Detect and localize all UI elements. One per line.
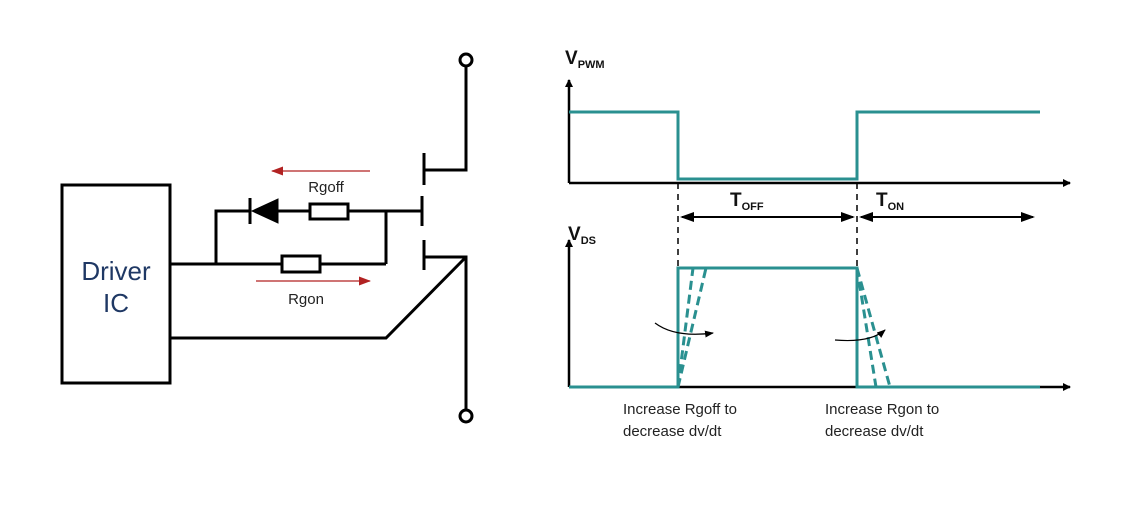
drain-terminal bbox=[458, 52, 474, 68]
rgoff-resistor bbox=[308, 202, 350, 221]
annotation-rgoff-line2: decrease dv/dt bbox=[623, 423, 722, 440]
vpwm-label: VPWM bbox=[565, 48, 605, 71]
vpwm-axes bbox=[565, 79, 1071, 187]
vds-slow-edges bbox=[676, 267, 892, 388]
source-return-wire bbox=[170, 255, 468, 340]
diode-icon bbox=[248, 198, 279, 224]
vds-axes bbox=[565, 239, 1071, 391]
timing-guides bbox=[677, 183, 858, 268]
rgoff-branch-wire bbox=[214, 209, 250, 264]
mosfet-symbol bbox=[420, 65, 468, 410]
circuit-schematic bbox=[60, 52, 474, 424]
rgoff-dvdt-arrow bbox=[654, 322, 714, 338]
annotation-rgoff-line1: Increase Rgoff to bbox=[623, 401, 737, 418]
source-terminal bbox=[458, 408, 474, 424]
driver-label-line1: Driver bbox=[81, 256, 151, 286]
vds-label: VDS bbox=[568, 224, 596, 247]
vpwm-trace bbox=[569, 110, 1040, 181]
ton-label: TON bbox=[876, 190, 904, 213]
annotation-rgon-line1: Increase Rgon to bbox=[825, 401, 939, 418]
rgoff-label: Rgoff bbox=[308, 179, 344, 196]
rgon-resistor bbox=[280, 254, 322, 274]
toff-label: TOFF bbox=[730, 190, 764, 213]
vds-trace bbox=[569, 266, 1040, 389]
driver-ic-box bbox=[60, 183, 172, 385]
rgon-label: Rgon bbox=[288, 291, 324, 308]
driver-label-line2: IC bbox=[103, 288, 129, 318]
annotation-rgon-line2: decrease dv/dt bbox=[825, 423, 924, 440]
rgon-dvdt-arrow bbox=[834, 329, 886, 342]
